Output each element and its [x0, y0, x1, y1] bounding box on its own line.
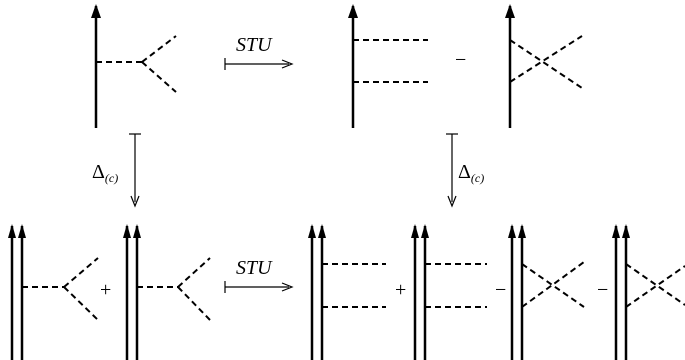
top-cubic-vertex-diagram — [91, 4, 177, 128]
minus-operator-bottom-2: − — [597, 279, 609, 301]
bottom-ladder-diagram-1 — [308, 224, 386, 360]
dashed-cross-up — [509, 35, 583, 83]
stu-label-top: STU — [236, 34, 272, 56]
stu-arrow-top — [224, 58, 294, 70]
plus-operator-bottom-left: + — [100, 279, 112, 301]
bottom-crossed-diagram-1 — [508, 224, 585, 360]
line-arrow-head — [348, 4, 358, 18]
stu-arrow-bottom — [224, 281, 294, 293]
line-arrow-head — [91, 4, 101, 18]
delta-arrow-left — [129, 133, 141, 208]
delta-subscript: (c) — [470, 171, 485, 185]
top-ladder-diagram — [348, 4, 428, 128]
bottom-crossed-diagram-2 — [612, 224, 685, 360]
bottom-cubic-vertex-diagram-1 — [8, 224, 99, 360]
bottom-ladder-diagram-2 — [411, 224, 487, 360]
plus-operator-bottom-right: + — [395, 279, 407, 301]
minus-operator-bottom-1: − — [495, 279, 507, 301]
dashed-cross-down — [509, 39, 583, 89]
line-arrow-head — [505, 4, 515, 18]
minus-operator-top: − — [455, 49, 467, 71]
delta-symbol: Δ — [92, 161, 105, 183]
dashed-branch-upper — [141, 35, 177, 63]
dashed-branch-lower — [141, 61, 177, 93]
delta-label-left: Δ(c) — [92, 162, 118, 184]
delta-symbol: Δ — [458, 161, 471, 183]
delta-subscript: (c) — [104, 171, 119, 185]
stu-label-bottom: STU — [236, 257, 272, 279]
delta-arrow-right — [446, 133, 458, 208]
bottom-cubic-vertex-diagram-2 — [123, 224, 211, 360]
delta-label-right: Δ(c) — [458, 162, 484, 184]
top-crossed-diagram — [505, 4, 583, 128]
